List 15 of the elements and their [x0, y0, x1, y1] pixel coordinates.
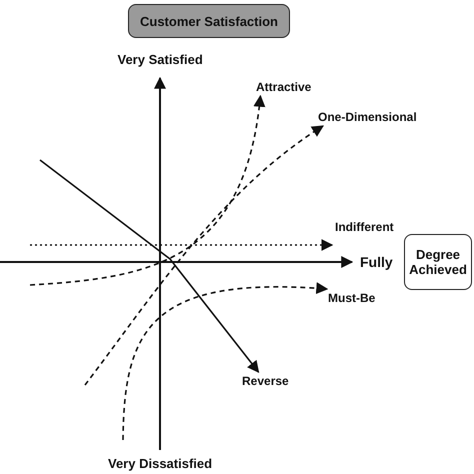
curve-label: Reverse [242, 374, 289, 388]
curve-arrow [30, 239, 334, 251]
curve-label: Indifferent [335, 220, 394, 234]
heading-box: Degree Achieved [404, 234, 472, 290]
curve-arrow [84, 125, 324, 386]
curve-label: Attractive [256, 80, 312, 94]
axis-label: Fully [360, 254, 393, 270]
curve-arrow [30, 94, 265, 286]
axis-label: Very Satisfied [118, 52, 203, 67]
heading-box: Customer Satisfaction [128, 4, 290, 38]
curve-arrow [40, 159, 260, 373]
curve-label: Must-Be [328, 291, 376, 305]
axis-label: Very Dissatisfied [108, 456, 212, 471]
curve-label: One-Dimensional [318, 110, 417, 124]
curve-arrow [122, 282, 328, 440]
